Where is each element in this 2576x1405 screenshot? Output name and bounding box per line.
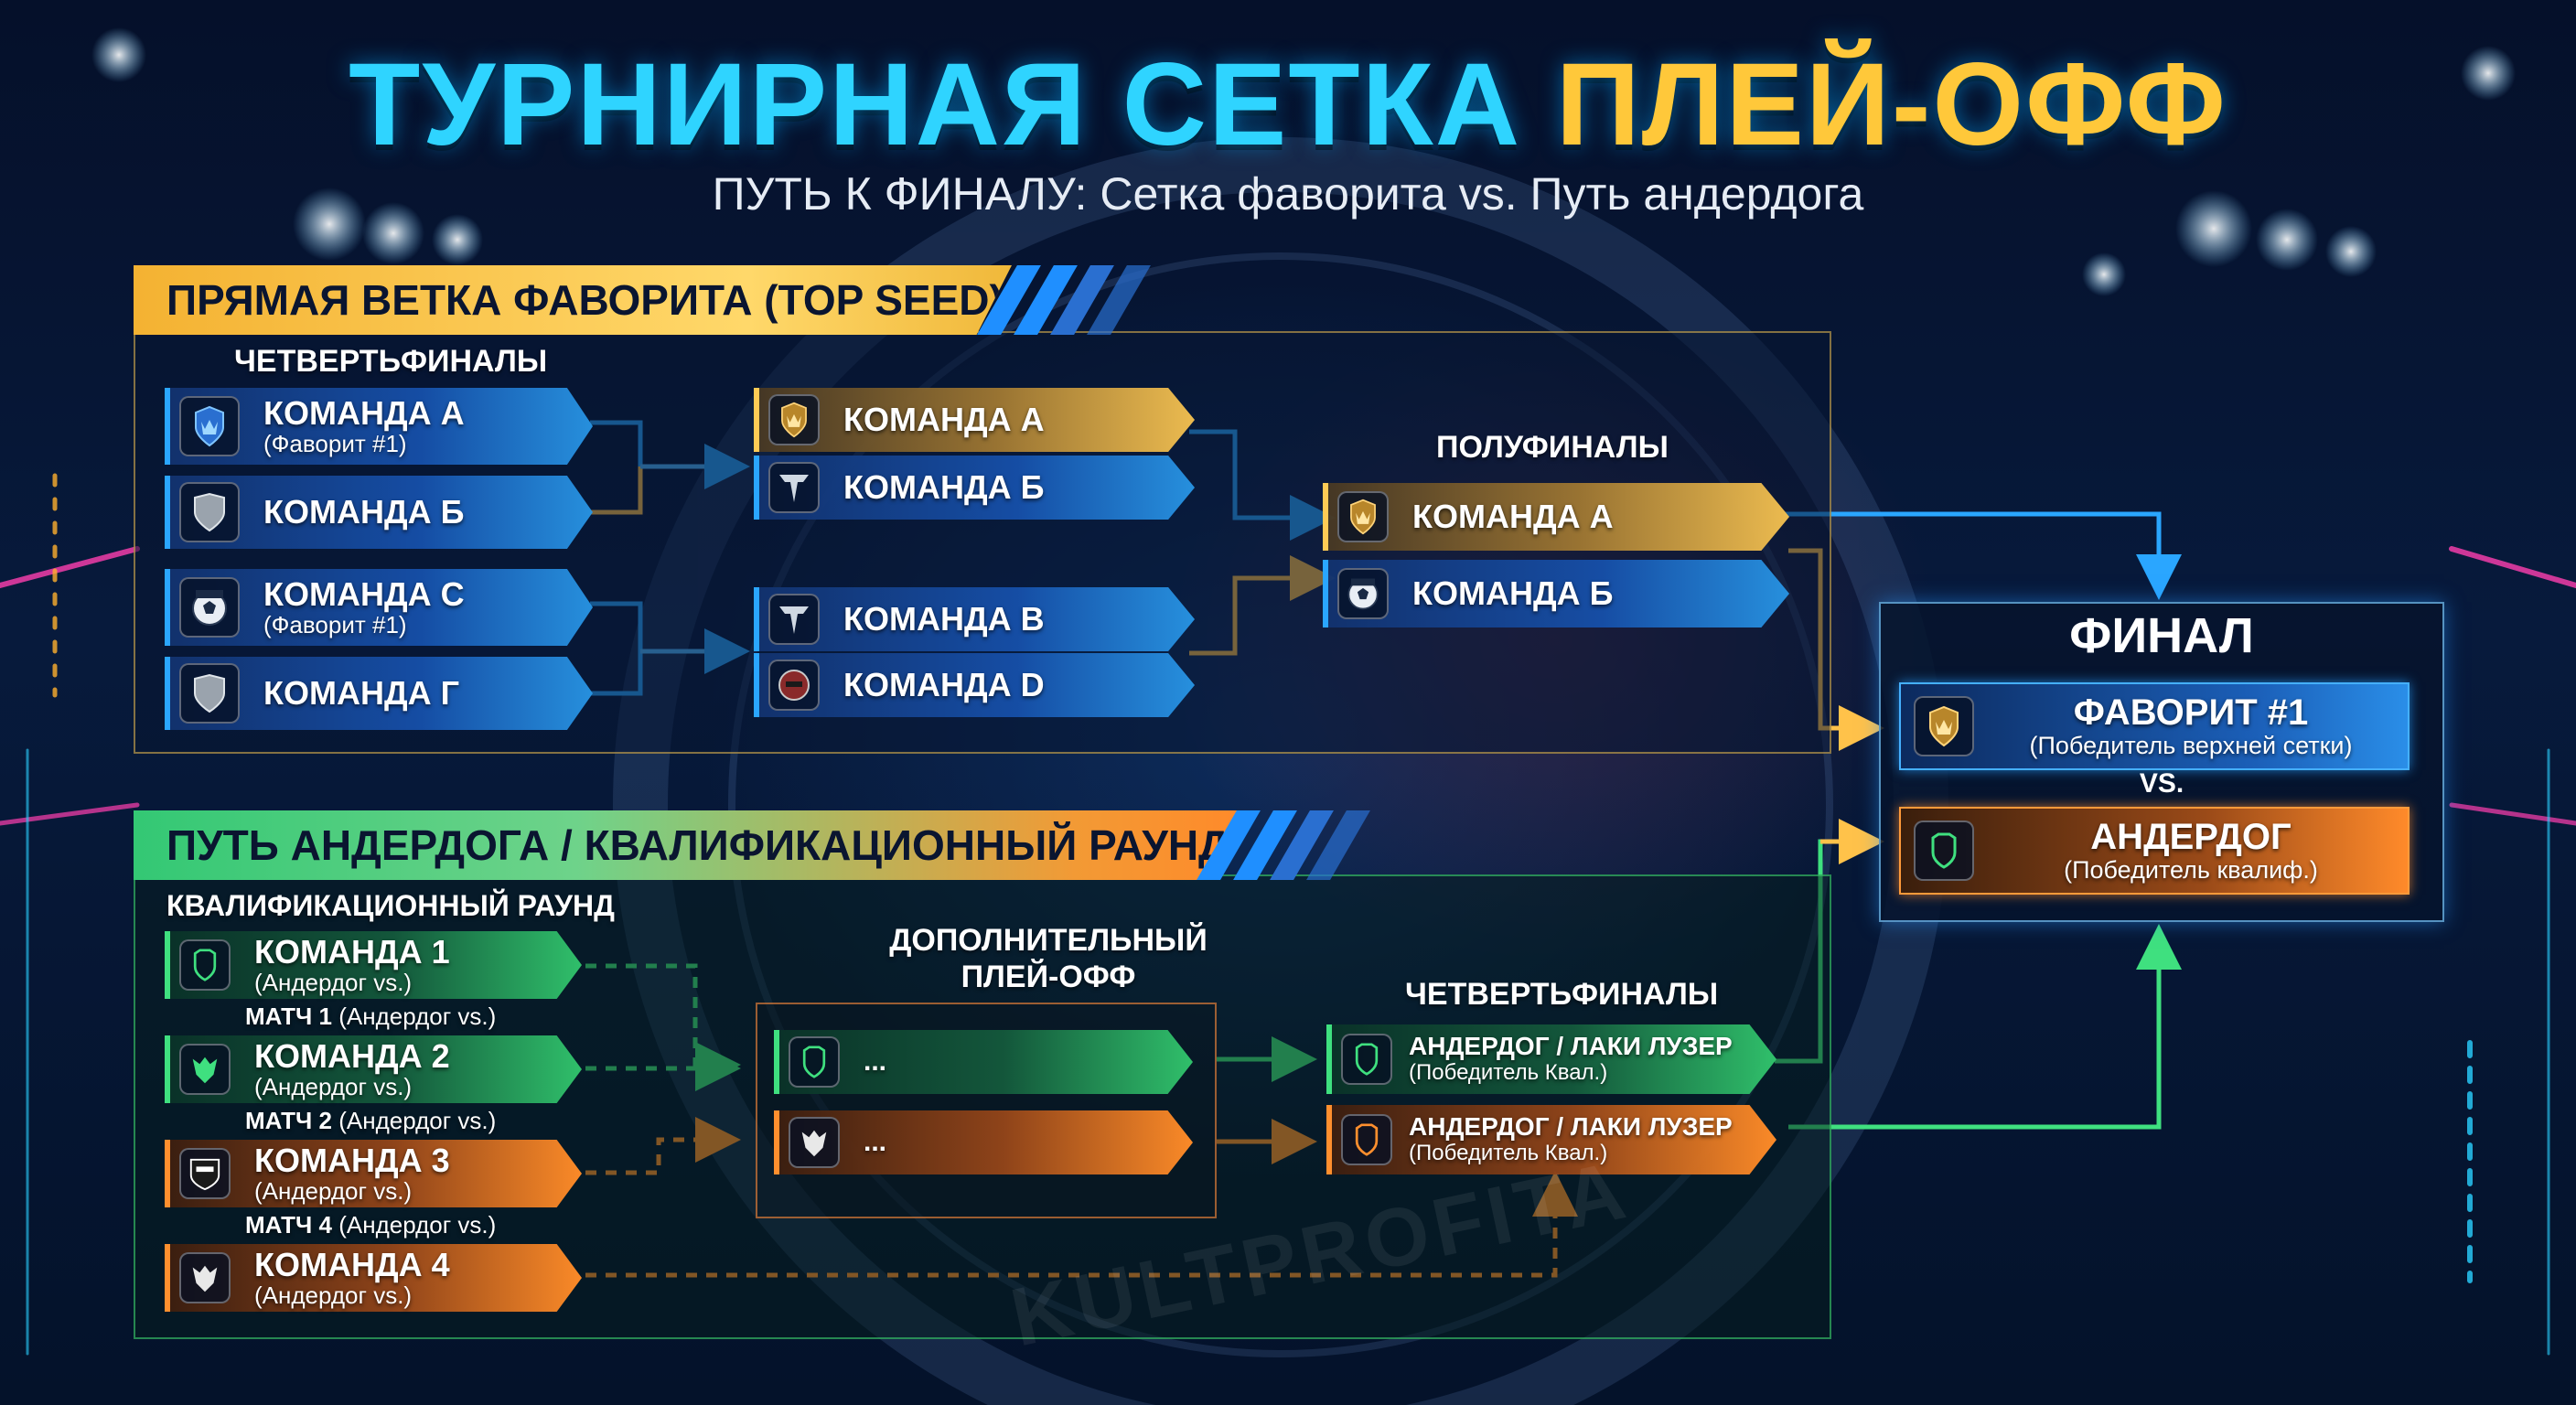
underdog-qf-card-1[interactable]: АНДЕРДОГ / ЛАКИ ЛУЗЕР(Победитель Квал.) bbox=[1326, 1024, 1776, 1094]
team-name: АНДЕРДОГ / ЛАКИ ЛУЗЕР bbox=[1409, 1112, 1733, 1141]
title-part2: ПЛЕЙ-ОФФ bbox=[1555, 39, 2227, 170]
team-name: КОМАНДА Г bbox=[263, 674, 460, 712]
title-part1: ТУРНИРНАЯ СЕТКА bbox=[349, 39, 1522, 170]
team-name: КОМАНДА Б bbox=[843, 468, 1045, 506]
qual-team-2[interactable]: КОМАНДА 2(Андердог vs.) bbox=[165, 1035, 582, 1103]
mask-emblem-icon bbox=[768, 660, 820, 711]
qual-team-1[interactable]: КОМАНДА 1(Андердог vs.) bbox=[165, 931, 582, 999]
qual-round-label: КВАЛИФИКАЦИОННЫЙ РАУНД bbox=[166, 889, 615, 922]
soccer-badge-icon bbox=[179, 577, 240, 638]
team-sub: (Фаворит #1) bbox=[263, 611, 407, 638]
underdog-heading: ПУТЬ АНДЕРДОГА / КВАЛИФИКАЦИОННЫЙ РАУНД bbox=[134, 810, 1240, 880]
extra-playoff-label: ДОПОЛНИТЕЛЬНЫЙ ПЛЕЙ-ОФФ bbox=[820, 922, 1277, 995]
shield-outline-icon bbox=[179, 939, 231, 991]
favorite-sf-team-2[interactable]: КОМАНДА Б bbox=[1323, 560, 1789, 627]
team-sub: (Фаворит #1) bbox=[263, 430, 407, 457]
team-name: КОМАНДА 4 bbox=[254, 1246, 450, 1283]
team-name: КОМАНДА 3 bbox=[254, 1142, 450, 1179]
team-name: АНДЕРДОГ / ЛАКИ ЛУЗЕР bbox=[1409, 1032, 1733, 1060]
final-vs: VS. bbox=[2139, 768, 2184, 799]
favorite-r2-team-3[interactable]: КОМАНДА В bbox=[754, 587, 1195, 651]
final-favorite-sub: (Победитель верхней сетки) bbox=[2029, 732, 2353, 759]
qual-team-3[interactable]: КОМАНДА 3(Андердог vs.) bbox=[165, 1140, 582, 1207]
team-name: КОМАНДА В bbox=[843, 600, 1045, 638]
shield-outline-icon bbox=[1341, 1034, 1392, 1085]
extra-label-line2: ПЛЕЙ-ОФФ bbox=[961, 960, 1136, 994]
team-name: ... bbox=[864, 1127, 887, 1157]
final-favorite-name: ФАВОРИТ #1 bbox=[2073, 692, 2309, 733]
favorite-qf-team-3[interactable]: КОМАНДА С(Фаворит #1) bbox=[165, 569, 593, 646]
match-4-label: МАТЧ 4 (Андердог vs.) bbox=[245, 1211, 497, 1239]
page-title: ТУРНИРНАЯ СЕТКА ПЛЕЙ-ОФФ bbox=[0, 37, 2576, 174]
qual-team-4[interactable]: КОМАНДА 4(Андердог vs.) bbox=[165, 1244, 582, 1312]
final-underdog-card[interactable]: АНДЕРДОГ(Победитель квалиф.) bbox=[1899, 807, 2410, 895]
arrow-emblem-icon bbox=[768, 594, 820, 645]
crown-shield-icon bbox=[179, 396, 240, 456]
team-sub: (Андердог vs.) bbox=[254, 1177, 413, 1205]
extra-team-1[interactable]: ... bbox=[774, 1030, 1193, 1094]
team-sub: (Андердог vs.) bbox=[254, 1073, 413, 1100]
shield-outline-icon bbox=[1914, 820, 1974, 881]
team-sub: (Победитель Квал.) bbox=[1409, 1141, 1608, 1165]
team-name: КОМАНДА А bbox=[843, 401, 1045, 438]
match-2-label: МАТЧ 2 (Андердог vs.) bbox=[245, 1107, 497, 1134]
favorite-qf-team-2[interactable]: КОМАНДА Б bbox=[165, 476, 593, 549]
final-underdog-name: АНДЕРДОГ bbox=[2090, 817, 2292, 857]
wolf-emblem-icon bbox=[179, 1252, 231, 1303]
team-name: КОМАНДА С bbox=[263, 575, 465, 613]
arrow-emblem-icon bbox=[768, 462, 820, 513]
team-name: КОМАНДА D bbox=[843, 666, 1045, 703]
crown-shield-icon bbox=[1337, 491, 1389, 542]
extra-team-2[interactable]: ... bbox=[774, 1110, 1193, 1174]
underdog-qf-card-2[interactable]: АНДЕРДОГ / ЛАКИ ЛУЗЕР(Победитель Квал.) bbox=[1326, 1105, 1776, 1174]
team-name: КОМАНДА А bbox=[1412, 498, 1614, 535]
team-name: КОМАНДА 1 bbox=[254, 933, 450, 971]
shield-outline-icon bbox=[1341, 1114, 1392, 1165]
crown-shield-icon bbox=[1914, 696, 1974, 756]
favorite-sf-label: ПОЛУФИНАЛЫ bbox=[1436, 430, 1669, 465]
final-underdog-sub: (Победитель квалиф.) bbox=[2064, 856, 2318, 884]
grey-shield-icon bbox=[179, 482, 240, 542]
favorite-r2-team-4[interactable]: КОМАНДА D bbox=[754, 653, 1195, 717]
team-name: КОМАНДА Б bbox=[263, 493, 465, 531]
favorite-heading: ПРЯМАЯ ВЕТКА ФАВОРИТА (TOP SEED) bbox=[134, 265, 1012, 335]
wolf-emblem-icon bbox=[179, 1044, 231, 1095]
team-name: ... bbox=[864, 1046, 887, 1077]
soccer-badge-icon bbox=[1337, 568, 1389, 619]
favorite-r2-team-1[interactable]: КОМАНДА А bbox=[754, 388, 1195, 452]
final-title: ФИНАЛ bbox=[2069, 608, 2254, 663]
extra-label-line1: ДОПОЛНИТЕЛЬНЫЙ bbox=[889, 923, 1208, 958]
shield-outline-icon bbox=[789, 1036, 840, 1088]
team-sub: (Андердог vs.) bbox=[254, 969, 413, 996]
team-sub: (Андердог vs.) bbox=[254, 1282, 413, 1309]
team-sub: (Победитель Квал.) bbox=[1409, 1060, 1608, 1085]
wolf-emblem-icon bbox=[789, 1117, 840, 1168]
favorite-qf-team-1[interactable]: КОМАНДА А(Фаворит #1) bbox=[165, 388, 593, 465]
favorite-qf-label: ЧЕТВЕРТЬФИНАЛЫ bbox=[234, 344, 548, 379]
crown-shield-icon bbox=[768, 394, 820, 445]
team-name: КОМАНДА 2 bbox=[254, 1037, 450, 1075]
favorite-r2-team-2[interactable]: КОМАНДА Б bbox=[754, 456, 1195, 520]
favorite-qf-team-4[interactable]: КОМАНДА Г bbox=[165, 657, 593, 730]
favorite-sf-team-1[interactable]: КОМАНДА А bbox=[1323, 483, 1789, 551]
team-name: КОМАНДА А bbox=[263, 394, 465, 432]
grey-shield-icon bbox=[179, 663, 240, 724]
team-badge-icon bbox=[179, 1148, 231, 1199]
match-1-label: МАТЧ 1 (Андердог vs.) bbox=[245, 1003, 497, 1030]
underdog-qf-label: ЧЕТВЕРТЬФИНАЛЫ bbox=[1405, 977, 1719, 1012]
final-favorite-card[interactable]: ФАВОРИТ #1(Победитель верхней сетки) bbox=[1899, 682, 2410, 770]
page-subtitle: ПУТЬ К ФИНАЛУ: Сетка фаворита vs. Путь а… bbox=[712, 168, 1864, 220]
team-name: КОМАНДА Б bbox=[1412, 574, 1614, 612]
